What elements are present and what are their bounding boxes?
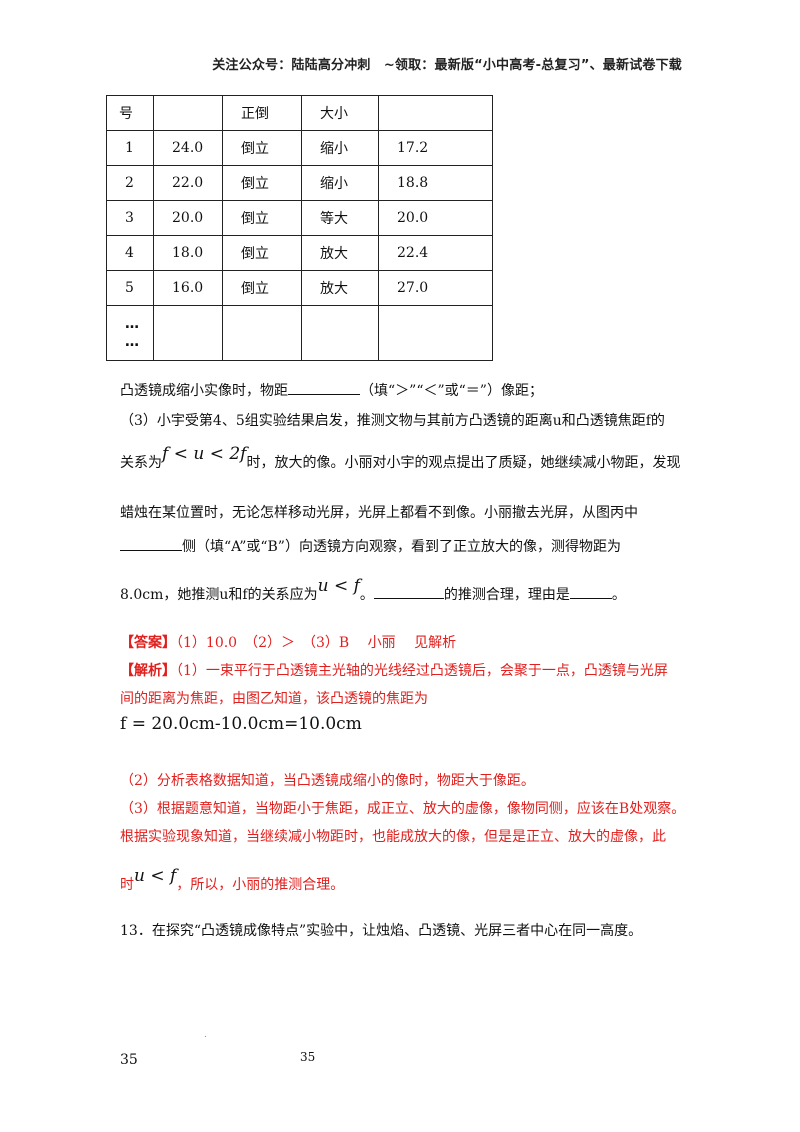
math-inequality: u < f — [317, 576, 360, 596]
experiment-table: 号 正倒 大小 1 24.0 倒立 缩小 17.2 2 22.0 倒立 缩小 1… — [106, 95, 493, 361]
table-cell: 缩小 — [301, 165, 379, 201]
table-cell — [222, 305, 302, 361]
question-3-line-4: 侧（填“A”或“B”）向透镜方向观察，看到了正立放大的像，测得物距为 — [120, 536, 621, 556]
table-cell: 倒立 — [222, 165, 302, 201]
table-cell: 放大 — [301, 270, 379, 306]
table-cell: 20.0 — [153, 200, 223, 236]
table-cell — [378, 95, 493, 131]
page-number-center: 35 — [300, 1050, 316, 1064]
ellipsis: … — [125, 316, 139, 332]
table-cell: 17.2 — [378, 130, 493, 166]
table-row: 1 24.0 倒立 缩小 17.2 — [106, 130, 493, 166]
stray-mark: . — [204, 1030, 207, 1040]
table-cell: 18.0 — [153, 235, 223, 271]
table-cell: … … — [106, 305, 154, 361]
table-cell: 1 — [106, 130, 154, 166]
table-cell: 倒立 — [222, 200, 302, 236]
table-cell: 倒立 — [222, 270, 302, 306]
analysis-line-1: 【解析】（1）一束平行于凸透镜主光轴的光线经过凸透镜后，会聚于一点，凸透镜与光屏 — [120, 663, 668, 679]
answer-blank — [373, 598, 444, 599]
table-cell: 等大 — [301, 200, 379, 236]
table-cell: 正倒 — [222, 95, 302, 131]
question-2-line: 凸透镜成缩小实像时，物距（填“＞”“＜”或“＝”）像距； — [120, 383, 543, 399]
focal-length-formula: f = 20.0cm-10.0cm=10.0cm — [120, 714, 362, 734]
table-row: 2 22.0 倒立 缩小 18.8 — [106, 165, 493, 201]
table-cell: 16.0 — [153, 270, 223, 306]
question-3-line-2: 关系为f < u < 2f时，放大的像。小丽对小宇的观点提出了质疑，她继续减小物… — [120, 444, 681, 471]
table-row-ellipsis: … … — [106, 305, 493, 361]
table-cell: 20.0 — [378, 200, 493, 236]
table-cell: 放大 — [301, 235, 379, 271]
answer-blank — [288, 394, 360, 395]
table-cell — [153, 95, 223, 131]
table-cell — [153, 305, 223, 361]
answer-blank — [569, 598, 612, 599]
table-header-row: 号 正倒 大小 — [106, 95, 493, 131]
math-inequality: u < f — [134, 866, 177, 886]
question-3-line-1: （3）小宇受第4、5组实验结果启发，推测文物与其前方凸透镜的距离u和凸透镜焦距f… — [120, 413, 665, 429]
page-header: 关注公众号：陆陆高分冲刺 ~领取：最新版“小中高考-总复习”、最新试卷下载 — [212, 58, 682, 73]
question-3-line-3: 蜡烛在某位置时，无论怎样移动光屏，光屏上都看不到像。小丽撤去光屏，从图丙中 — [120, 505, 638, 521]
answer-line: 【答案】（1）10.0 （2）＞ （3）B 小丽 见解析 — [120, 635, 457, 651]
table-cell: 24.0 — [153, 130, 223, 166]
table-cell — [378, 305, 493, 361]
table-cell: 2 — [106, 165, 154, 201]
analysis-paragraph-3-line-1: （3）根据题意知道，当物距小于焦距，成正立、放大的虚像，像物同侧，应该在B处观察… — [120, 801, 686, 817]
ellipsis: … — [125, 334, 139, 350]
table-cell: 倒立 — [222, 235, 302, 271]
table-cell: 18.8 — [378, 165, 493, 201]
table-cell: 22.4 — [378, 235, 493, 271]
page-number-left: 35 — [120, 1052, 138, 1068]
table-cell: 4 — [106, 235, 154, 271]
table-cell: 倒立 — [222, 130, 302, 166]
table-row: 3 20.0 倒立 等大 20.0 — [106, 200, 493, 236]
analysis-paragraph-2: （2）分析表格数据知道，当凸透镜成缩小的像时，物距大于像距。 — [120, 773, 535, 789]
math-inequality: f < u < 2f — [162, 444, 247, 464]
table-cell: 27.0 — [378, 270, 493, 306]
analysis-line-2: 间的距离为焦距，由图乙知道，该凸透镜的焦距为 — [120, 691, 428, 707]
analysis-paragraph-3-line-3: 时u < f，所以，小丽的推测合理。 — [120, 866, 345, 893]
table-cell: 缩小 — [301, 130, 379, 166]
question-3-line-5: 8.0cm，她推测u和f的关系应为u < f。的推测合理，理由是。 — [120, 576, 626, 603]
table-row: 5 16.0 倒立 放大 27.0 — [106, 270, 493, 306]
table-cell: 号 — [106, 95, 154, 131]
analysis-label: 【解析】 — [120, 663, 176, 679]
table-cell — [301, 305, 379, 361]
table-cell: 5 — [106, 270, 154, 306]
answer-label: 【答案】 — [120, 635, 176, 651]
answer-blank — [120, 550, 182, 551]
question-13: 13．在探究“凸透镜成像特点”实验中，让烛焰、凸透镜、光屏三者中心在同一高度。 — [120, 923, 643, 939]
table-cell: 22.0 — [153, 165, 223, 201]
table-cell: 3 — [106, 200, 154, 236]
table-cell: 大小 — [301, 95, 379, 131]
table-row: 4 18.0 倒立 放大 22.4 — [106, 235, 493, 271]
analysis-paragraph-3-line-2: 根据实验现象知道，当继续减小物距时，也能成放大的像，但是是正立、放大的虚像，此 — [120, 829, 666, 845]
